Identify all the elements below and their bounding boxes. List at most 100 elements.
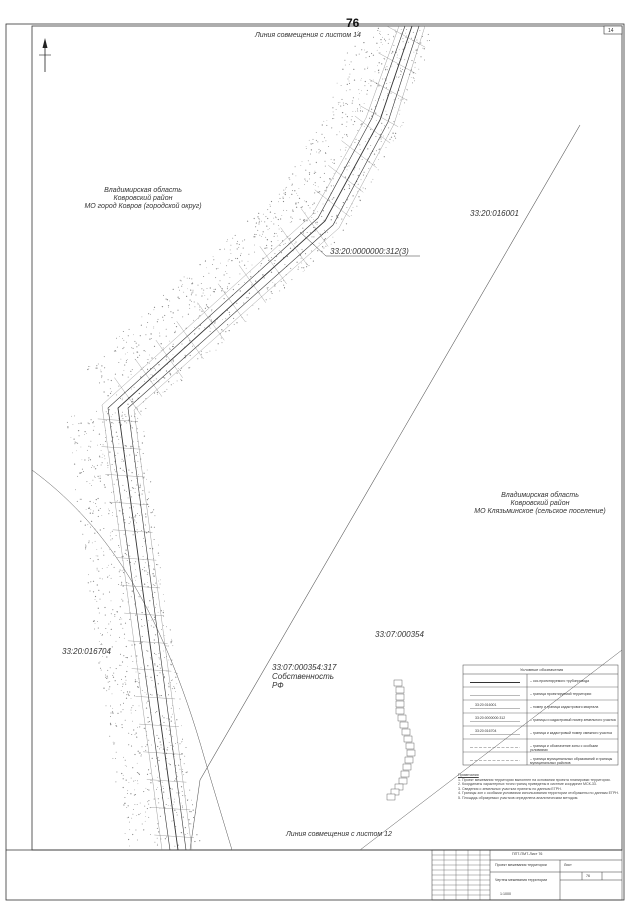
- stipple-dot: [247, 297, 249, 299]
- stipple-dot: [86, 449, 88, 451]
- stipple-dot: [336, 215, 338, 217]
- stipple-dot: [147, 321, 149, 324]
- stipple-dot: [247, 260, 249, 262]
- stipple-dot: [175, 676, 177, 678]
- stipple-dot: [133, 695, 136, 697]
- stipple-dot: [344, 59, 346, 61]
- hatch-mark: [134, 358, 163, 397]
- stipple-dot: [170, 805, 171, 807]
- stipple-dot: [124, 414, 126, 416]
- stipple-dot: [365, 141, 366, 143]
- stipple-dot: [132, 809, 134, 811]
- stipple-dot: [151, 680, 153, 681]
- stipple-dot: [270, 271, 273, 273]
- point-block: [398, 777, 408, 785]
- stipple-dot: [132, 487, 134, 489]
- stipple-dot: [121, 581, 123, 583]
- stipple-dot: [141, 442, 144, 444]
- stipple-dot: [174, 845, 176, 847]
- stipple-dot: [125, 445, 127, 447]
- stipple-dot: [110, 613, 112, 615]
- stipple-dot: [121, 724, 123, 726]
- stipple-dot: [241, 260, 243, 262]
- stipple-dot: [88, 445, 90, 447]
- stipple-dot: [99, 475, 101, 477]
- stipple-dot: [88, 366, 89, 368]
- stipple-dot: [90, 446, 92, 448]
- stipple-dot: [96, 567, 98, 569]
- stipple-dot: [302, 219, 304, 221]
- stipple-dot: [167, 645, 169, 647]
- stipple-dot: [418, 68, 420, 70]
- stipple-dot: [139, 354, 141, 356]
- stipple-dot: [129, 618, 131, 620]
- stipple-dot: [173, 745, 174, 747]
- stipple-dot: [317, 250, 319, 252]
- stipple-dot: [131, 644, 133, 646]
- stipple-dot: [169, 371, 171, 373]
- stipple-dot: [379, 47, 380, 48]
- stipple-dot: [144, 524, 146, 526]
- stipple-dot: [145, 816, 147, 818]
- stipple-dot: [118, 546, 120, 548]
- stipple-dot: [104, 486, 106, 488]
- stipple-dot: [347, 78, 349, 80]
- notes-line: 1. Проект межевания территории выполнен …: [458, 777, 611, 782]
- stipple-dot: [153, 616, 156, 618]
- stipple-dot: [182, 316, 184, 318]
- stipple-dot: [110, 634, 111, 636]
- stipple-dot: [141, 612, 143, 614]
- stipple-dot: [141, 626, 143, 627]
- stipple-dot: [357, 32, 359, 34]
- stipple-dot: [148, 359, 150, 361]
- stipple-dot: [238, 243, 240, 245]
- quarter-northeast-label: 33:20:016001: [470, 209, 519, 218]
- stipple-dot: [135, 569, 136, 571]
- stipple-dot: [347, 103, 349, 105]
- stipple-dot: [132, 660, 134, 662]
- stipple-dot: [133, 352, 135, 354]
- stipple-dot: [148, 816, 150, 818]
- stipple-dot: [116, 771, 118, 773]
- stipple-dot: [346, 135, 348, 137]
- stipple-dot: [128, 545, 130, 547]
- stipple-dot: [369, 117, 371, 119]
- stipple-dot: [397, 54, 398, 56]
- stipple-dot: [291, 183, 293, 185]
- stipple-dot: [291, 279, 293, 281]
- stipple-dot: [94, 475, 96, 477]
- stipple-dot: [254, 244, 255, 246]
- notes-line: 5. Площадь образуемых участков определен…: [458, 795, 579, 800]
- stipple-dot: [230, 244, 232, 246]
- stipple-dot: [127, 816, 130, 819]
- stipple-dot: [122, 774, 124, 776]
- stipple-dot: [143, 430, 145, 432]
- stipple-dot: [131, 445, 133, 447]
- stipple-dot: [204, 260, 206, 262]
- corner-box: [603, 25, 623, 35]
- stipple-dot: [164, 600, 166, 602]
- stipple-dot: [114, 373, 116, 375]
- stipple-dot: [117, 712, 119, 714]
- stipple-dot: [117, 452, 119, 454]
- stipple-dot: [352, 97, 354, 99]
- stipple-dot: [126, 359, 128, 360]
- stipple-dot: [105, 440, 107, 442]
- stipple-dot: [193, 301, 195, 303]
- stipple-dot: [136, 655, 138, 657]
- stipple-dot: [154, 643, 155, 644]
- stipple-dot: [97, 627, 99, 629]
- stipple-dot: [188, 367, 190, 369]
- stipple-dot: [91, 465, 93, 467]
- stipple-dot: [132, 720, 133, 722]
- stipple-dot: [305, 201, 307, 203]
- stipple-dot: [122, 418, 124, 420]
- stipple-dot: [119, 653, 122, 655]
- stipple-dot: [157, 776, 159, 778]
- stipple-dot: [147, 665, 149, 667]
- stipple-dot: [133, 441, 134, 443]
- stipple-dot: [343, 104, 345, 106]
- stipple-dot: [224, 248, 226, 250]
- stipple-dot: [174, 330, 176, 332]
- stipple-dot: [84, 434, 85, 435]
